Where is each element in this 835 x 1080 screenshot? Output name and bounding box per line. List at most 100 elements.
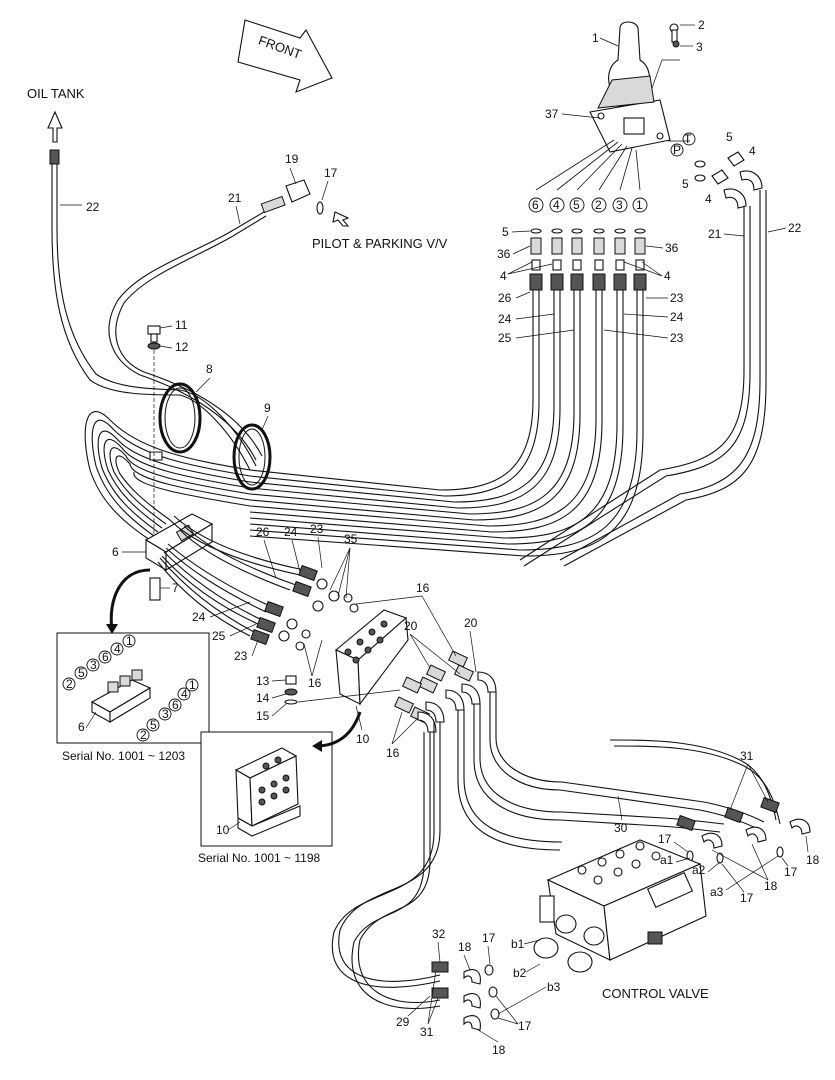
- callout-36b: 36: [665, 241, 679, 255]
- callout-24d: 24: [192, 610, 206, 624]
- port-T: T: [684, 132, 692, 146]
- callout-1: 1: [592, 31, 599, 45]
- inset-port-5b: 5: [150, 718, 157, 732]
- callout-25b: 25: [212, 629, 226, 643]
- inset-block-6: 1 4 6 3 5 2 1 4 6 3 5 2 6 Serial No. 100…: [56, 568, 210, 763]
- port-1: 1: [636, 198, 643, 212]
- pilot-joystick: T P: [589, 21, 696, 157]
- callout-36a: 36: [497, 247, 511, 261]
- port-number-row: 6 4 5 2 3 1: [528, 197, 648, 213]
- inset-port-6a: 6: [102, 650, 109, 664]
- inset-port-1a: 1: [126, 634, 133, 648]
- port-b2: b2: [513, 966, 527, 980]
- callout-labels: 1 2 3 37 5 4 5 4 22 19 17 21 21 22 5 36 …: [86, 18, 820, 1057]
- callout-23d: 23: [234, 649, 248, 663]
- joystick-port-lines: [535, 139, 690, 191]
- fittings-16-20: [393, 650, 497, 733]
- callout-29: 29: [396, 1015, 410, 1029]
- inset1-part-6: 6: [78, 720, 85, 734]
- pilot-parking-connection: PILOT & PARKING V/V: [108, 179, 448, 376]
- callout-4c: 4: [500, 269, 507, 283]
- bolt-11-washer-12: [147, 325, 161, 540]
- inset2-caption: Serial No. 1001 ~ 1198: [198, 851, 321, 865]
- callout-25a: 25: [498, 331, 512, 345]
- callout-18a: 18: [806, 853, 820, 867]
- inset-port-5a: 5: [78, 666, 85, 680]
- port-b1: b1: [511, 937, 525, 951]
- oil-tank-label: OIL TANK: [27, 86, 85, 101]
- callout-22a: 22: [86, 200, 100, 214]
- port-6: 6: [532, 198, 539, 212]
- callout-11: 11: [175, 318, 188, 332]
- port-a3: a3: [710, 885, 724, 899]
- callout-2: 2: [698, 18, 705, 32]
- callout-3: 3: [696, 40, 703, 54]
- inset2-part-10: 10: [216, 823, 230, 837]
- callout-24c: 24: [284, 525, 298, 539]
- front-arrow: FRONT: [237, 19, 333, 93]
- callout-26b: 26: [256, 525, 270, 539]
- callout-16c: 16: [386, 746, 400, 760]
- inset-port-3b: 3: [162, 707, 169, 721]
- callout-17d: 17: [740, 891, 754, 905]
- hose-bundle-left: [84, 371, 263, 541]
- callout-5a: 5: [726, 130, 733, 144]
- inset-port-2a: 2: [66, 677, 73, 691]
- callout-4d: 4: [664, 269, 671, 283]
- pilot-parking-label: PILOT & PARKING V/V: [312, 236, 448, 251]
- callout-17c: 17: [784, 865, 798, 879]
- callout-20b: 20: [464, 616, 478, 630]
- port-3: 3: [616, 198, 623, 212]
- callout-23c: 23: [310, 522, 324, 536]
- callout-31b: 31: [420, 1025, 434, 1039]
- callout-14: 14: [256, 691, 270, 705]
- inset-port-3a: 3: [90, 658, 97, 672]
- inset-bracket-10: 10 Serial No. 1001 ~ 1198: [198, 711, 362, 865]
- oil-tank-return: OIL TANK: [27, 86, 181, 396]
- port-a1: a1: [660, 853, 674, 867]
- control-valve-body: [533, 839, 707, 973]
- callout-12: 12: [175, 340, 189, 354]
- callout-4b: 4: [705, 192, 712, 206]
- valve-port-fittings: [431, 796, 811, 1031]
- callout-17b: 17: [658, 832, 672, 846]
- callout-24a: 24: [498, 312, 512, 326]
- callout-16a: 16: [416, 581, 430, 595]
- inset-port-4a: 4: [114, 642, 121, 656]
- callout-13: 13: [256, 674, 270, 688]
- clamp-8: [149, 382, 202, 461]
- control-valve-label: CONTROL VALVE: [602, 986, 709, 1001]
- callout-23b: 23: [670, 331, 684, 345]
- callout-6: 6: [112, 545, 119, 559]
- callout-17a: 17: [324, 166, 338, 180]
- junction-block-6: [144, 513, 214, 601]
- callout-31a: 31: [740, 749, 754, 763]
- port-a2: a2: [692, 863, 706, 877]
- callout-21a: 21: [228, 191, 242, 205]
- callout-32: 32: [432, 927, 446, 941]
- callout-17f: 17: [518, 1019, 532, 1033]
- callout-24b: 24: [670, 310, 684, 324]
- callout-7: 7: [172, 581, 179, 595]
- hose-end-fittings-upper: [250, 564, 359, 651]
- callout-18c: 18: [458, 940, 472, 954]
- clamp-9: [232, 423, 272, 491]
- port-2: 2: [595, 198, 602, 212]
- callout-5c: 5: [502, 225, 509, 239]
- callout-23a: 23: [670, 291, 684, 305]
- bracket-10: [284, 609, 409, 706]
- pilot-hoses-vertical: [249, 290, 644, 557]
- pilot-fittings-stack: [529, 228, 647, 291]
- callout-9: 9: [264, 401, 271, 415]
- inset-port-2b: 2: [140, 728, 147, 742]
- port-b3: b3: [547, 980, 561, 994]
- callout-22b: 22: [788, 221, 802, 235]
- callout-20a: 20: [404, 619, 418, 633]
- inset-port-4b: 4: [181, 687, 188, 701]
- callout-17e: 17: [482, 931, 496, 945]
- callout-4a: 4: [749, 144, 756, 158]
- callout-26a: 26: [498, 291, 512, 305]
- callout-8: 8: [206, 362, 213, 376]
- inset-port-1b: 1: [189, 678, 196, 692]
